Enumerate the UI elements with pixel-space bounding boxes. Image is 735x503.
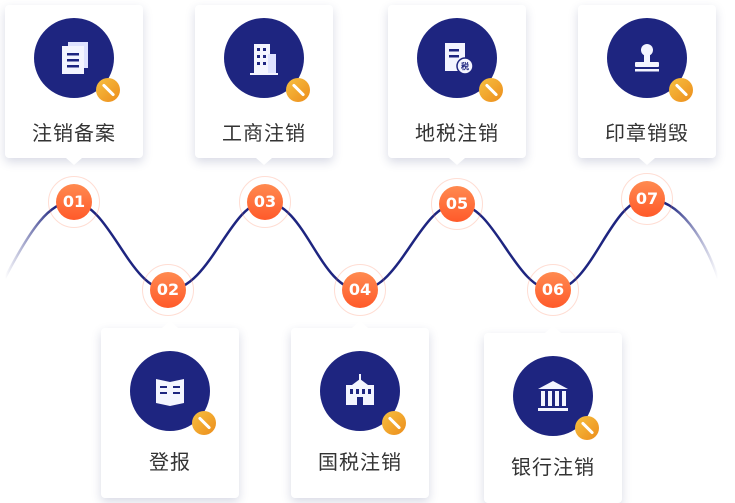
edit-badge-icon (575, 416, 599, 440)
step-label: 国税注销 (318, 450, 402, 474)
step-node-02[interactable]: 02 (142, 264, 194, 316)
edit-badge-icon (192, 411, 216, 435)
edit-badge-icon (382, 411, 406, 435)
card-pointer (545, 326, 561, 333)
step-label: 注销备案 (32, 121, 116, 145)
step-node-07[interactable]: 07 (621, 173, 673, 225)
government-building-icon (320, 351, 406, 435)
step-label: 银行注销 (511, 455, 595, 479)
step-node-01[interactable]: 01 (48, 176, 100, 228)
svg-text:税: 税 (461, 61, 469, 71)
step-number: 01 (56, 184, 92, 220)
step-card-03[interactable]: 工商注销 (195, 5, 333, 165)
step-card-04[interactable]: 国税注销 (291, 321, 429, 498)
step-label: 印章销毁 (605, 121, 689, 145)
step-number: 06 (535, 272, 571, 308)
step-card-06[interactable]: 银行注销 (484, 326, 622, 503)
card-pointer (352, 321, 368, 328)
step-node-05[interactable]: 05 (431, 178, 483, 230)
step-label: 工商注销 (222, 121, 306, 145)
step-number: 03 (247, 184, 283, 220)
newspaper-icon (130, 351, 216, 435)
stamp-icon (607, 18, 693, 102)
step-number: 07 (629, 181, 665, 217)
card-pointer (639, 158, 655, 165)
step-label: 登报 (149, 450, 191, 474)
tax-document-icon: 税 (417, 18, 503, 102)
step-number: 02 (150, 272, 186, 308)
card-pointer (256, 158, 272, 165)
step-card-01[interactable]: 注销备案 (5, 5, 143, 165)
card-pointer (449, 158, 465, 165)
step-node-04[interactable]: 04 (334, 264, 386, 316)
step-number: 05 (439, 186, 475, 222)
step-label: 地税注销 (415, 121, 499, 145)
edit-badge-icon (669, 78, 693, 102)
step-node-06[interactable]: 06 (527, 264, 579, 316)
edit-badge-icon (479, 78, 503, 102)
documents-icon (34, 18, 120, 102)
edit-badge-icon (96, 78, 120, 102)
building-icon (224, 18, 310, 102)
step-number: 04 (342, 272, 378, 308)
step-card-07[interactable]: 印章销毁 (578, 5, 716, 165)
card-pointer (162, 321, 178, 328)
card-pointer (66, 158, 82, 165)
bank-icon (513, 356, 599, 440)
step-node-03[interactable]: 03 (239, 176, 291, 228)
edit-badge-icon (286, 78, 310, 102)
step-card-05[interactable]: 税 地税注销 (388, 5, 526, 165)
step-card-02[interactable]: 登报 (101, 321, 239, 498)
